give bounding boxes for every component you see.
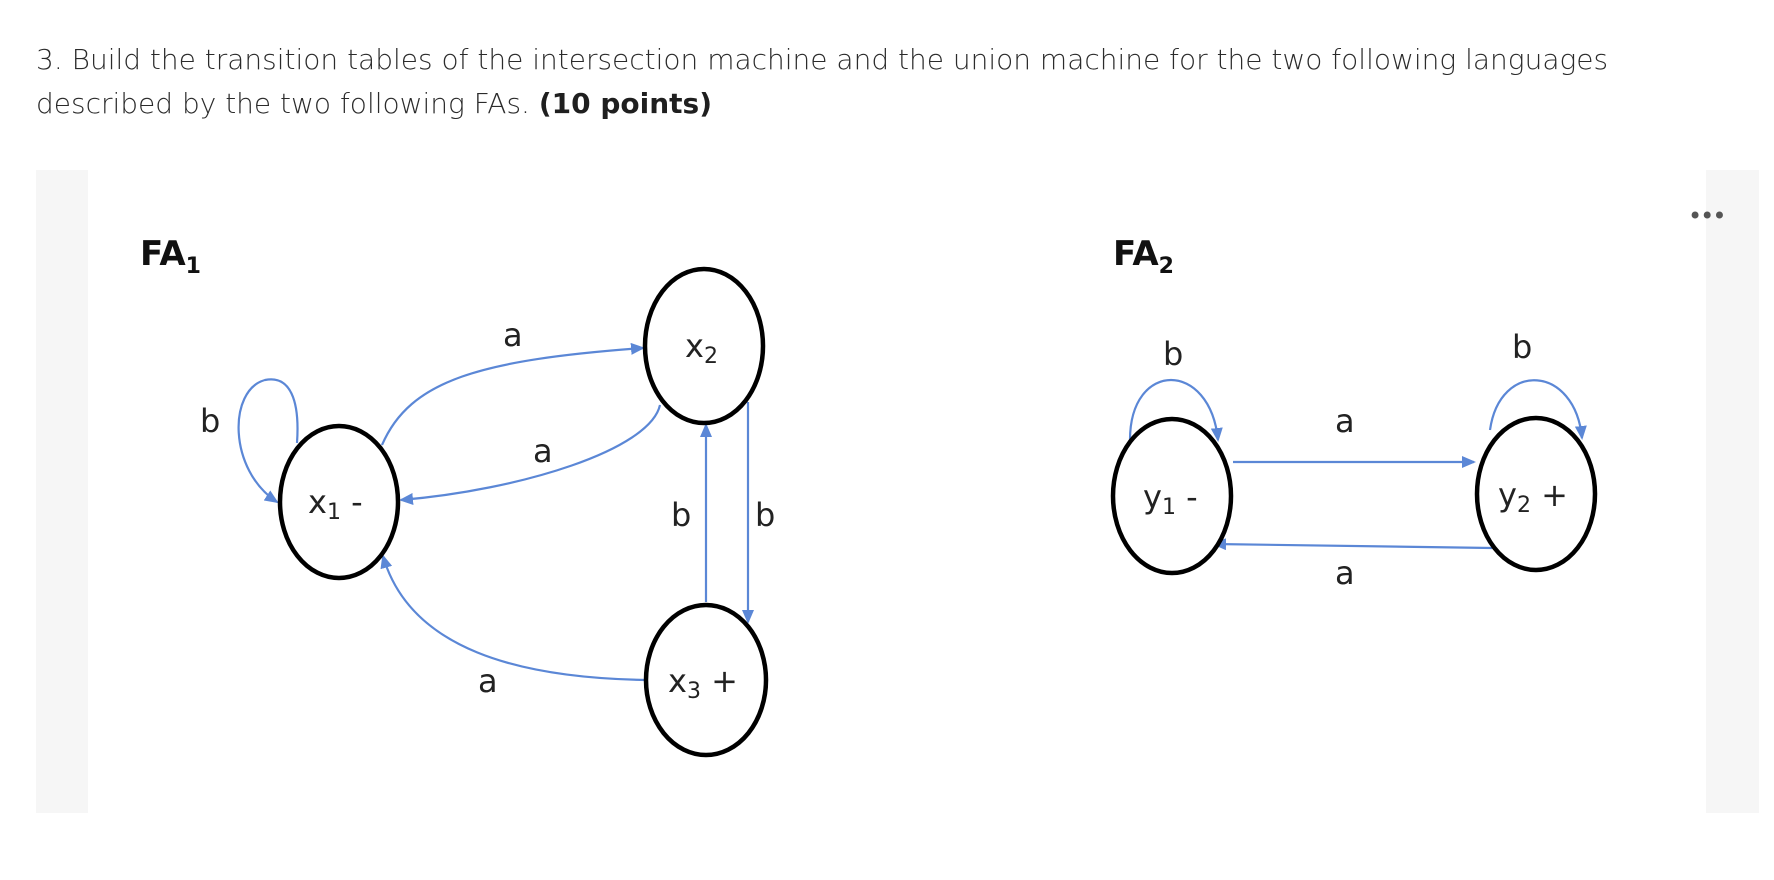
fa2-label-y1-y1: b [1163, 335, 1183, 373]
fa1-state-x1: x1 - [277, 423, 401, 581]
svg-text:x3 +: x3 + [668, 662, 738, 704]
fa1-edge-x2-x1-a [399, 404, 662, 505]
fa2-state-y2: y2 + [1474, 415, 1598, 573]
fa2-title: FA2 [1113, 234, 1174, 279]
fa1-label-x3-x2: b [755, 496, 775, 534]
svg-text:x1 -: x1 - [308, 483, 363, 525]
fa2-state-y1: y1 - [1110, 416, 1234, 576]
fa1-state-x2: x2 [642, 266, 766, 426]
fa1-edge-x3-x1-a [380, 554, 647, 682]
fa1-label-x2-x1: a [533, 432, 553, 470]
fa2-edge-y1-y1-b [1128, 378, 1223, 442]
svg-text:y2 +: y2 + [1498, 476, 1568, 518]
question-text: 3. Build the transition tables of the in… [36, 38, 1736, 126]
fa1-label-x1-x2: a [503, 316, 523, 354]
fa2-edge-y2-y1-a [1212, 538, 1493, 551]
fa2-label-y2-y2: b [1512, 328, 1532, 366]
fa1-label-x1-x1: b [200, 402, 220, 440]
fa1-edge-x1-x1-b [237, 378, 299, 504]
ellipsis-icon[interactable]: ••• [1688, 202, 1726, 230]
fa1-edge-x1-x2-a [380, 342, 645, 446]
fa2-label-y1-y2: a [1335, 402, 1355, 440]
fa1-state-x3: x3 + [643, 602, 769, 758]
svg-text:y1 -: y1 - [1143, 478, 1198, 520]
svg-text:x2: x2 [685, 327, 718, 369]
question-points: (10 points) [538, 87, 713, 120]
question-body: 3. Build the transition tables of the in… [36, 43, 1609, 120]
fa1-label-x3-x1: a [478, 662, 498, 700]
fa2-label-y2-y1: a [1335, 554, 1355, 592]
fa2-edge-y2-y2-b [1488, 379, 1587, 440]
fa1-title: FA1 [140, 234, 201, 279]
fa1-label-x2-x3: b [671, 496, 691, 534]
